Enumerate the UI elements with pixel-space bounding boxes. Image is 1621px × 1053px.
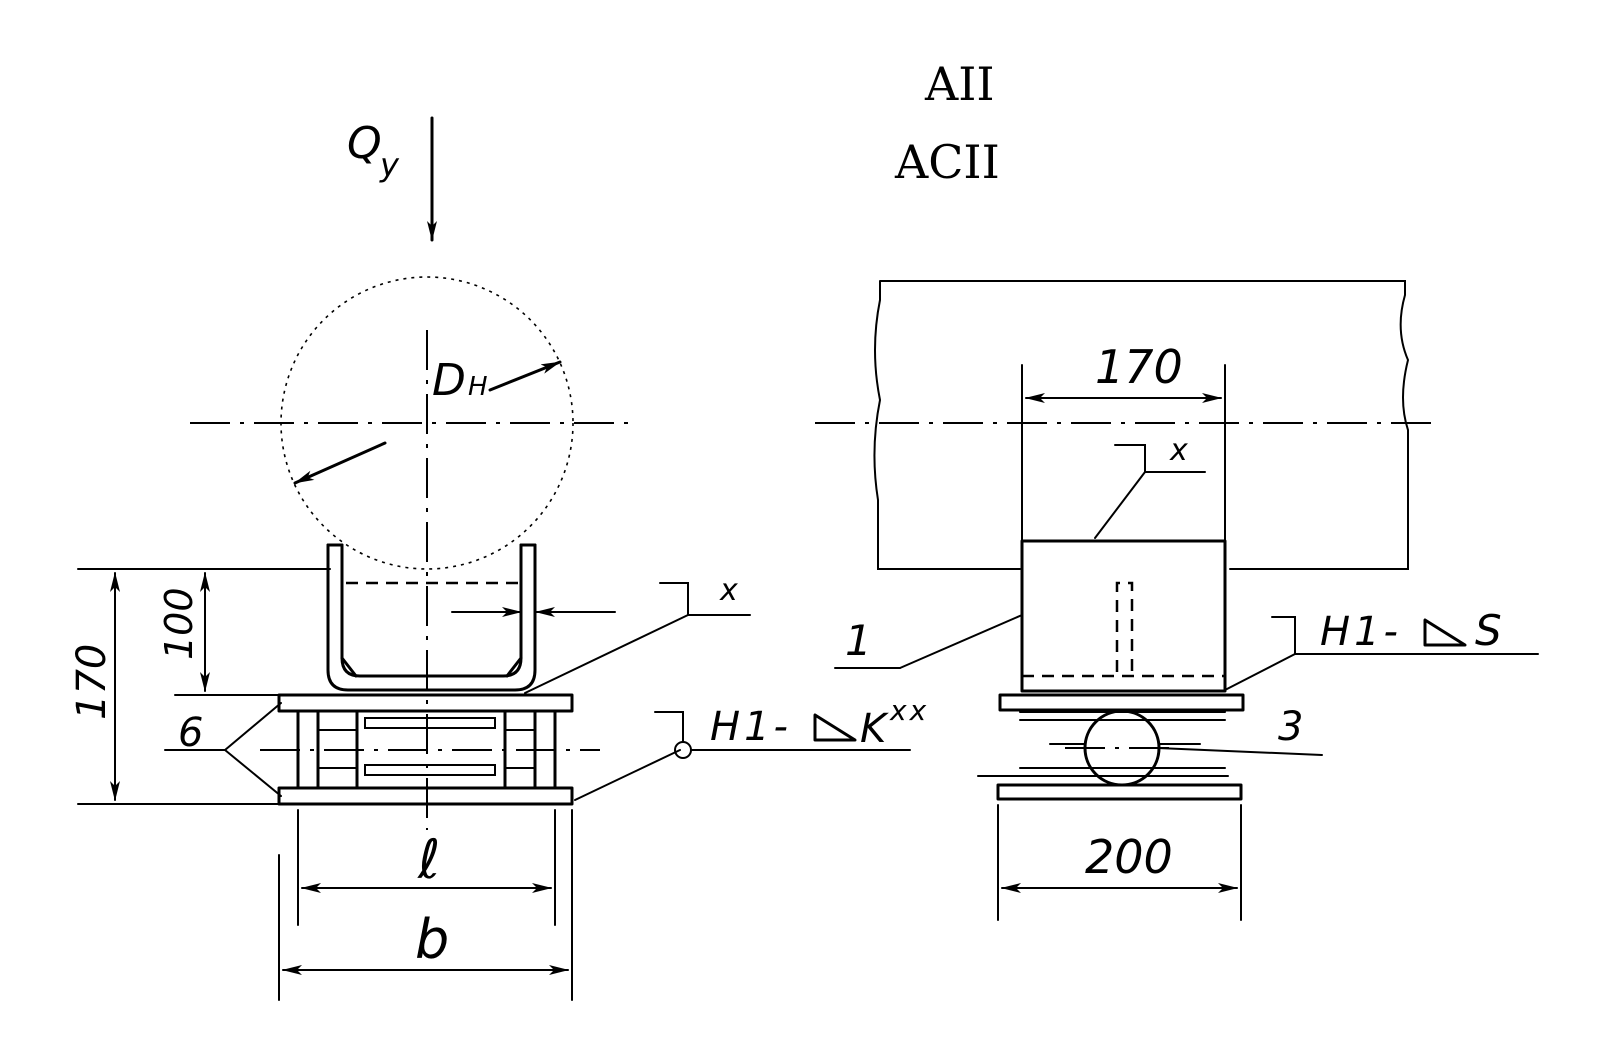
load-arrow: Q y <box>347 116 437 242</box>
right-top-plate <box>998 693 1245 712</box>
weld-x-label-right: x <box>1169 433 1188 468</box>
weld-leg-k: K <box>860 706 889 752</box>
dim-channel-height: 100 <box>157 587 201 660</box>
weld-x-label: x <box>719 573 738 608</box>
triangle-icon-right <box>1423 618 1467 647</box>
dim-inner-width: ℓ <box>417 828 440 891</box>
header-line-1: AII <box>924 57 995 111</box>
dim-top-width: 170 <box>1095 340 1183 394</box>
pipe-side-outline <box>873 280 1410 570</box>
channel-side <box>1020 539 1227 693</box>
triangle-icon <box>813 713 857 742</box>
spacer-stack <box>260 709 600 790</box>
weld-callout-k: H1- K xx <box>574 694 929 801</box>
diameter-arrow-lower <box>293 441 387 485</box>
header-line-2: ACII <box>894 135 1000 189</box>
part-number-6: 6 <box>178 710 203 756</box>
weld-leg-s: S <box>1475 606 1502 655</box>
weld-callout-s: H1- S <box>1224 606 1539 691</box>
dim-total-height: 170 <box>69 644 115 720</box>
weld-callout-x-right: x <box>1094 433 1206 539</box>
part-number-3: 3 <box>1278 704 1303 750</box>
pipe-diameter-subscript: H <box>468 372 488 402</box>
right-bottom-plate <box>996 783 1243 801</box>
left-view: Q y D H <box>69 116 929 1001</box>
right-view: 170 x 1 H1- S 3 <box>815 280 1539 921</box>
weld-superscript: xx <box>889 694 929 727</box>
pipe-diameter-label: D <box>432 355 466 406</box>
weld-callout-x-left: x <box>524 573 751 694</box>
diameter-arrow-upper <box>488 360 562 392</box>
top-plate <box>277 693 574 713</box>
load-subscript: y <box>379 146 400 184</box>
load-label: Q <box>347 118 382 169</box>
weld-symbol-left: H1- <box>710 704 792 750</box>
weld-symbol-right: H1- <box>1320 609 1402 655</box>
weld-all-around-icon <box>674 741 692 759</box>
dim-base-width: 200 <box>1085 830 1173 884</box>
dim-outer-width: b <box>415 908 449 971</box>
part-number-1: 1 <box>845 616 872 665</box>
bottom-plate <box>277 786 574 806</box>
channel-section <box>326 543 537 692</box>
